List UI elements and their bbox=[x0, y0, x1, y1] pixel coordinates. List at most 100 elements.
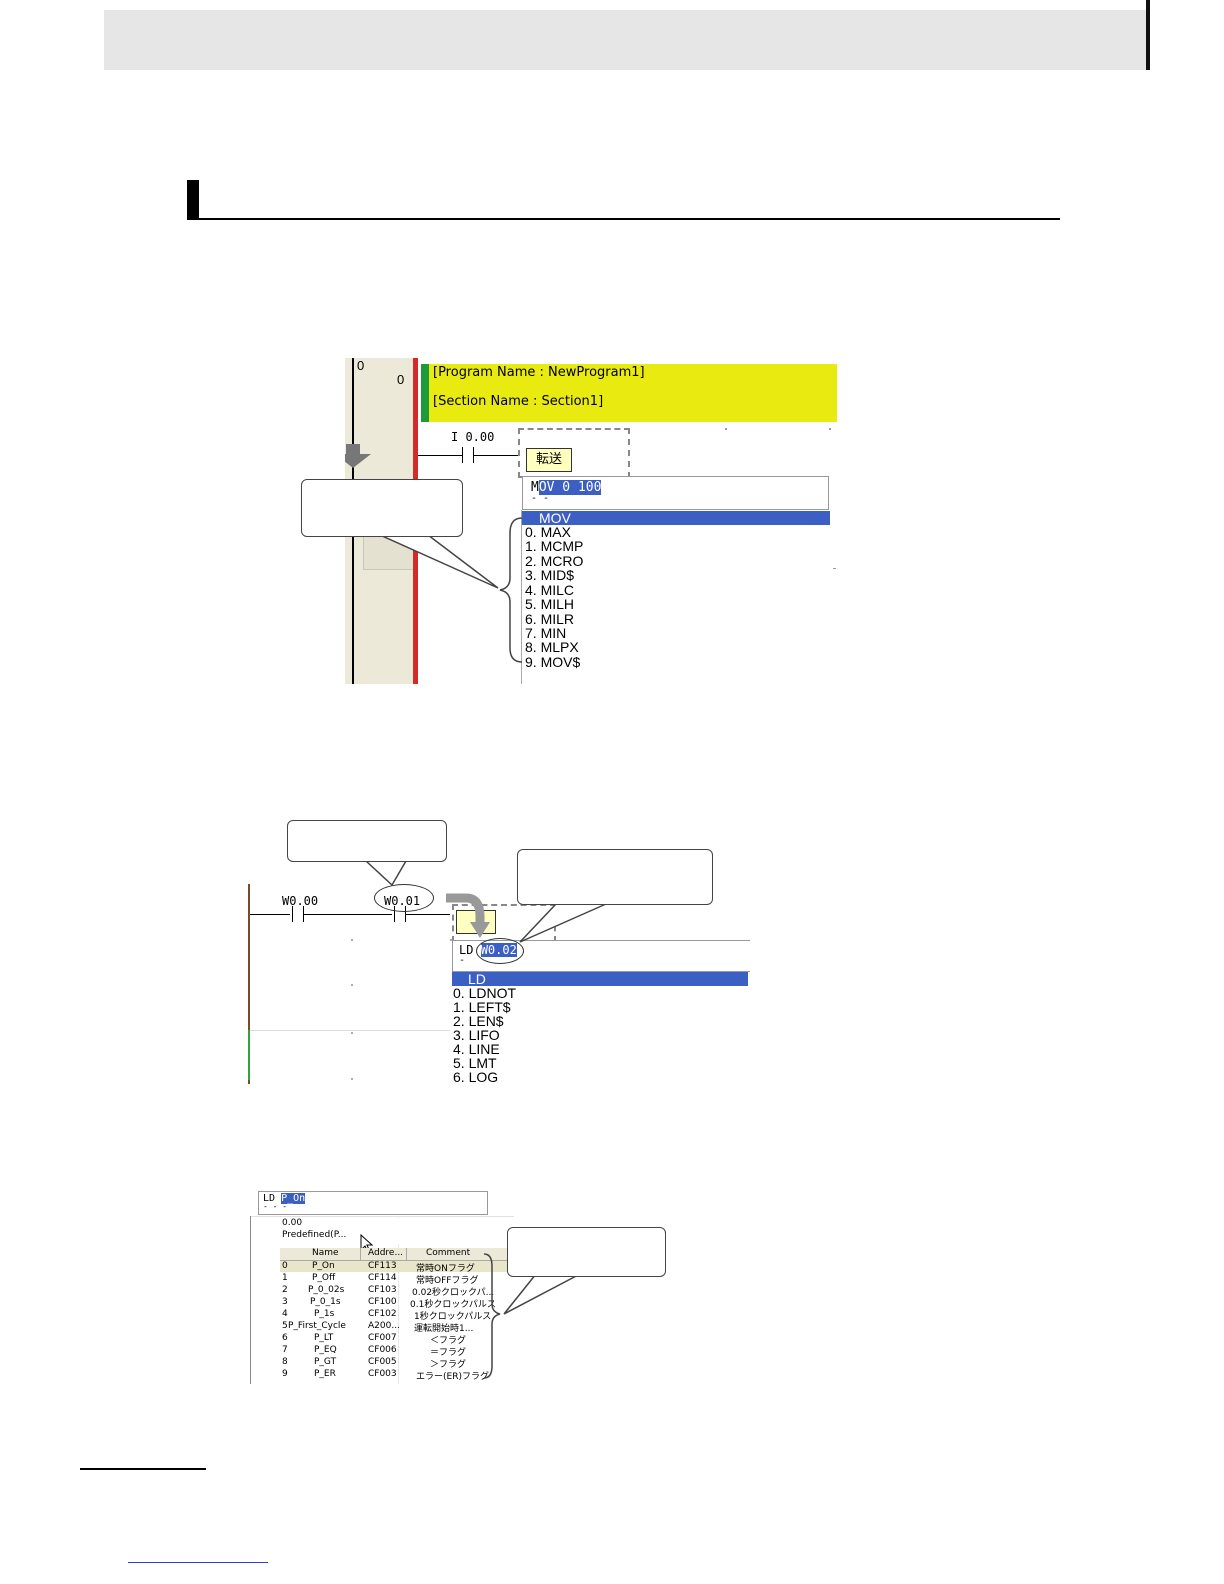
contact-2-symbol bbox=[394, 906, 406, 922]
completion-item[interactable]: 2. LEN$ bbox=[453, 1013, 504, 1029]
row-comment: 運転開始時1... bbox=[414, 1324, 474, 1334]
instruction-input[interactable]: LD P_On - - - bbox=[258, 1191, 488, 1215]
input-selection: P_On bbox=[281, 1193, 306, 1204]
completion-item[interactable]: 4. LINE bbox=[453, 1041, 500, 1057]
input-typed: M bbox=[531, 480, 539, 495]
rung-wire-right bbox=[474, 455, 518, 456]
completion-selected-row[interactable] bbox=[522, 511, 830, 525]
table-selected-row[interactable] bbox=[280, 1261, 514, 1272]
callout-1 bbox=[301, 479, 463, 537]
row-address: CF006 bbox=[368, 1345, 397, 1355]
footer-rule bbox=[80, 1468, 206, 1470]
input-typed: LD bbox=[263, 1193, 276, 1204]
contact-symbol bbox=[462, 447, 474, 463]
instruction-button[interactable]: 転送 bbox=[526, 448, 572, 472]
row-name: P_0_1s bbox=[310, 1297, 341, 1307]
input-selection: OV 0 100 bbox=[538, 480, 602, 495]
completion-list-border bbox=[521, 510, 522, 684]
completion-list[interactable] bbox=[450, 972, 750, 1084]
completion-item[interactable]: 2. MCRO bbox=[525, 553, 584, 569]
completion-item[interactable]: 3. LIFO bbox=[453, 1027, 500, 1043]
callout-2 bbox=[287, 820, 447, 862]
screenshot-symbol-completion-table: LD P_On - - - 0.00 Predefined(P... Name … bbox=[250, 1190, 514, 1384]
rung-address: 0 bbox=[397, 372, 405, 387]
rung-wire-left bbox=[418, 455, 462, 456]
row-number: 8 bbox=[282, 1357, 288, 1367]
callout-4 bbox=[507, 1227, 666, 1277]
symbol-info: 0.00 Predefined(P... bbox=[280, 1218, 400, 1244]
instruction-input[interactable]: MOV 0 100 - - bbox=[522, 476, 829, 510]
contact-1-symbol bbox=[292, 906, 304, 922]
row-address: CF114 bbox=[368, 1273, 397, 1283]
completion-item[interactable]: 6. MILR bbox=[525, 611, 575, 627]
row-number: 4 bbox=[282, 1309, 288, 1319]
down-arrow-icon bbox=[345, 444, 371, 468]
row-name: P_1s bbox=[314, 1309, 335, 1319]
completion-item[interactable]: 1. MCMP bbox=[525, 538, 584, 554]
row-comment: 0.02秒クロックパ... bbox=[412, 1288, 495, 1298]
column-header-name[interactable]: Name bbox=[312, 1248, 339, 1258]
completion-item[interactable]: 7. MIN bbox=[525, 625, 567, 641]
completion-item[interactable]: 0. LDNOT bbox=[453, 985, 517, 1001]
section-heading-rule bbox=[187, 218, 1060, 220]
row-number: 2 bbox=[282, 1285, 288, 1295]
input-second-line: - - - bbox=[263, 1202, 288, 1211]
rung-divider bbox=[248, 1030, 450, 1031]
rung-wire bbox=[406, 914, 450, 915]
row-number: 6 bbox=[282, 1333, 288, 1343]
completion-item[interactable]: 5. LMT bbox=[453, 1055, 497, 1071]
row-name: P_GT bbox=[314, 1357, 337, 1367]
grid-dot bbox=[351, 984, 353, 986]
completion-item[interactable]: 5. MILH bbox=[525, 596, 575, 612]
green-rung-marker bbox=[248, 1030, 250, 1080]
completion-item[interactable]: 1. LEFT$ bbox=[453, 999, 511, 1015]
row-comment: 常時ONフラグ bbox=[416, 1264, 475, 1274]
row-name: P_0_02s bbox=[308, 1285, 345, 1295]
grid-line bbox=[250, 1216, 514, 1217]
row-address: CF100 bbox=[368, 1297, 397, 1307]
row-address: CF007 bbox=[368, 1333, 397, 1343]
left-power-rail bbox=[248, 884, 250, 1084]
rung-number: 0 bbox=[357, 358, 365, 373]
row-number: 7 bbox=[282, 1345, 288, 1355]
completion-item[interactable]: 4. MILC bbox=[525, 582, 575, 598]
column-header-comment[interactable]: Comment bbox=[426, 1248, 471, 1258]
completion-item[interactable]: 6. LOG bbox=[453, 1069, 499, 1084]
row-number: 9 bbox=[282, 1369, 288, 1379]
row-name: P_LT bbox=[314, 1333, 334, 1343]
grid-dot bbox=[351, 939, 353, 941]
contact-2-highlight-ring bbox=[374, 884, 434, 912]
rung-wire bbox=[250, 914, 290, 915]
table-header bbox=[280, 1248, 514, 1261]
completion-selected-row[interactable] bbox=[452, 972, 748, 986]
completion-item[interactable]: LD bbox=[468, 971, 486, 987]
row-comment: ＝フラグ bbox=[430, 1348, 467, 1358]
screenshot-ladder-ld-completion: W0.00 W0.01 LD W0.02 - LD 0. LDNOT 1. LE… bbox=[246, 884, 750, 1084]
grid-dot bbox=[450, 939, 452, 941]
row-address: CF102 bbox=[368, 1309, 397, 1319]
page-header-band bbox=[104, 10, 1150, 70]
callout-3 bbox=[517, 849, 713, 905]
contact-label: I 0.00 bbox=[451, 430, 495, 444]
column-header-address[interactable]: Addre... bbox=[368, 1248, 404, 1258]
rung-wire bbox=[304, 914, 392, 915]
row-comment: 1秒クロックパルス bbox=[414, 1312, 492, 1322]
grid-dot bbox=[725, 428, 727, 430]
grid-dot bbox=[829, 428, 831, 430]
completion-item[interactable]: 8. MLPX bbox=[525, 639, 579, 655]
completion-item[interactable]: 3. MID$ bbox=[525, 567, 575, 583]
program-name: [Program Name : NewProgram1] bbox=[433, 365, 645, 380]
column-divider bbox=[360, 1248, 361, 1260]
input-second-line: - bbox=[459, 955, 466, 966]
row-comment: ＜フラグ bbox=[430, 1336, 467, 1346]
row-number: 0 bbox=[282, 1261, 288, 1271]
row-name: P_ER bbox=[314, 1369, 336, 1379]
page-header-edge bbox=[1146, 0, 1150, 70]
completion-list[interactable] bbox=[522, 510, 830, 684]
completion-item[interactable]: MOV bbox=[539, 510, 571, 526]
row-number: 1 bbox=[282, 1273, 288, 1283]
completion-item[interactable]: 9. MOV$ bbox=[525, 654, 581, 670]
grid-line bbox=[250, 1216, 251, 1384]
completion-item[interactable]: 0. MAX bbox=[525, 524, 571, 540]
contact-1-label: W0.00 bbox=[282, 894, 319, 908]
